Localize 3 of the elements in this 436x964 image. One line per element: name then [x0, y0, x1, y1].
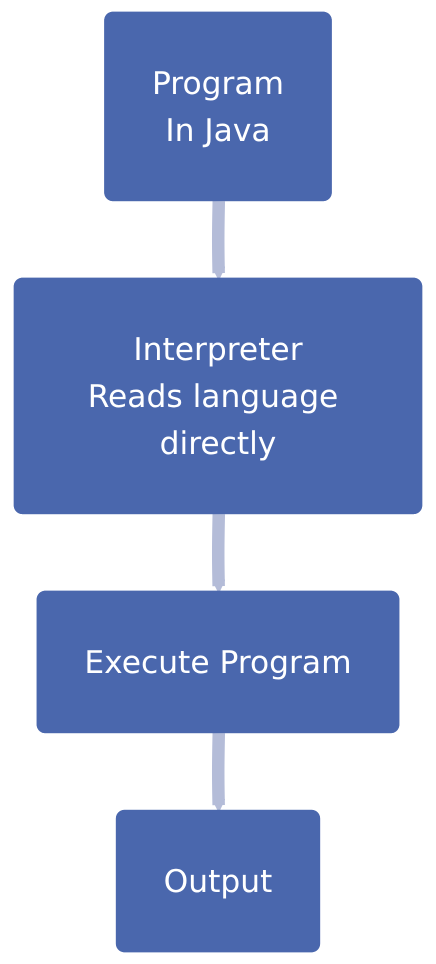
arrow — [212, 733, 226, 812]
arrow — [212, 514, 226, 593]
arrow — [212, 200, 226, 280]
